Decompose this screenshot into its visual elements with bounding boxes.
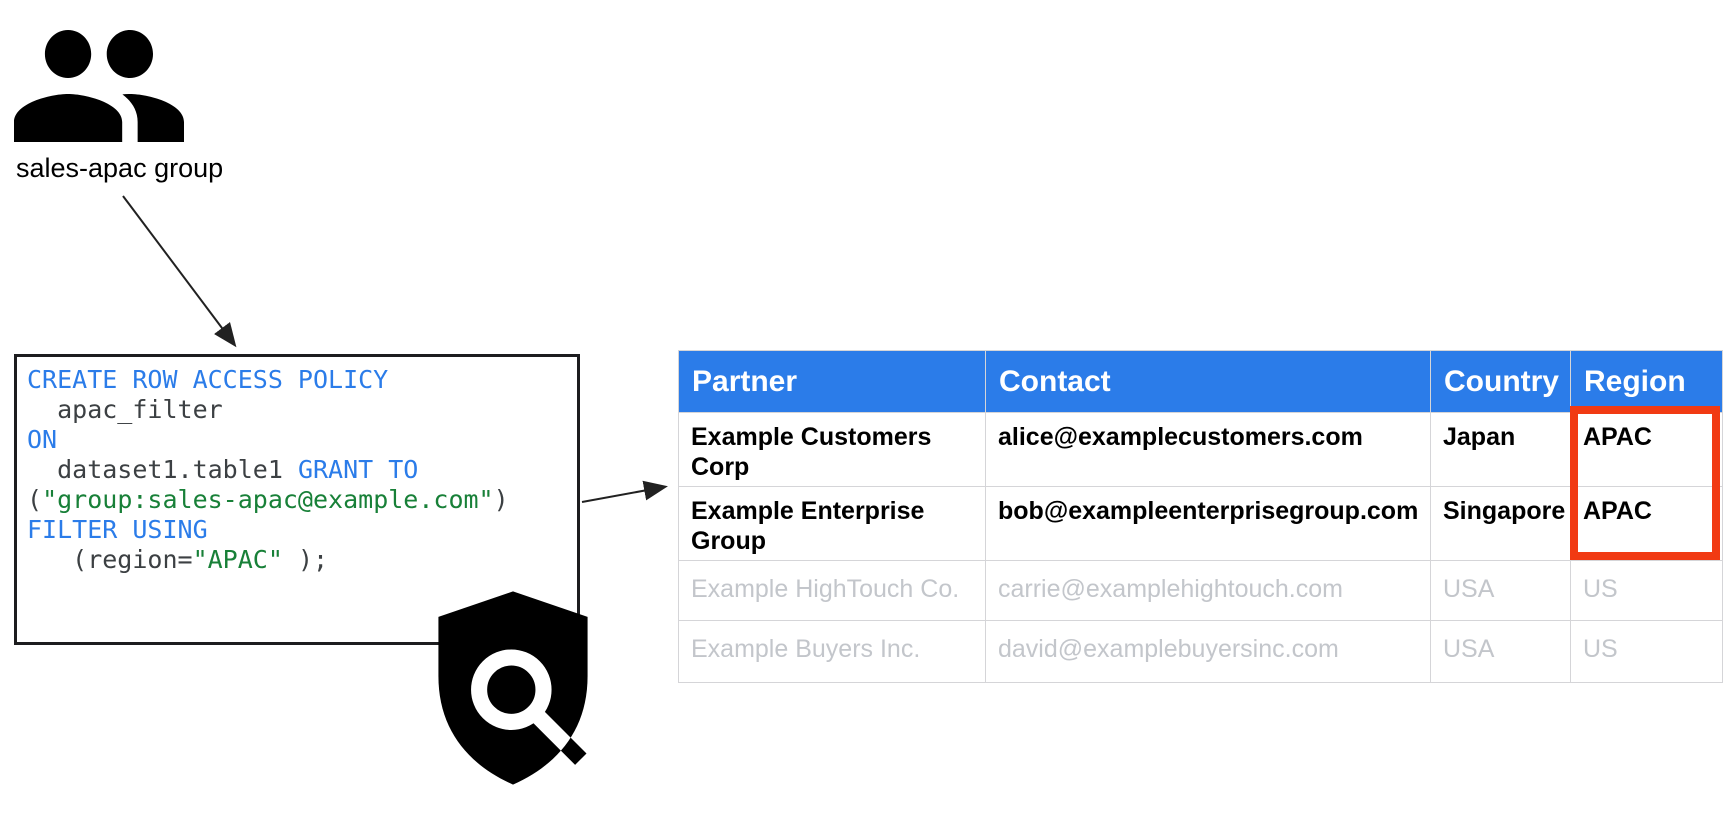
code-token-plain: ); — [282, 545, 329, 574]
code-token-string: "APAC" — [192, 545, 283, 574]
group-label: sales-apac group — [16, 153, 224, 183]
table-cell: david@examplebuyersinc.com — [985, 620, 1431, 683]
magnifier-lens — [471, 649, 552, 730]
table-cell: US — [1570, 560, 1723, 621]
table-cell: Example Buyers Inc. — [678, 620, 986, 683]
column-header-country: Country — [1430, 350, 1571, 413]
region-highlight-rect — [1570, 406, 1720, 560]
code-token-plain: (region= — [27, 545, 193, 574]
code-token-plain: ) — [493, 485, 509, 514]
table-cell: Example HighTouch Co. — [678, 560, 986, 621]
code-token-keyword: CREATE ROW ACCESS POLICY — [27, 365, 389, 394]
code-token-keyword: FILTER USING — [27, 515, 208, 544]
table-cell: alice@examplecustomers.com — [985, 412, 1431, 487]
arrow-group-to-policy — [122, 195, 237, 348]
table-cell: Japan — [1430, 412, 1571, 487]
table-cell: carrie@examplehightouch.com — [985, 560, 1431, 621]
table-row: Example HighTouch Co.carrie@examplehight… — [678, 560, 1723, 621]
code-token-keyword: GRANT TO — [297, 455, 419, 484]
column-header-region: Region — [1570, 350, 1723, 413]
table-cell: USA — [1430, 560, 1571, 621]
people-icon — [14, 30, 184, 142]
code-line: CREATE ROW ACCESS POLICY — [27, 365, 577, 395]
column-header-contact: Contact — [985, 350, 1431, 413]
code-line: apac_filter — [27, 395, 577, 425]
code-line: FILTER USING — [27, 515, 577, 545]
code-line: ("group:sales-apac@example.com") — [27, 485, 577, 515]
code-line: ON — [27, 425, 577, 455]
table-row: Example Buyers Inc.david@examplebuyersin… — [678, 620, 1723, 683]
code-line: dataset1.table1 GRANT TO — [27, 455, 577, 485]
table-cell: APAC — [1570, 412, 1723, 487]
code-token-plain: apac_filter — [27, 395, 223, 424]
table-cell: APAC — [1570, 486, 1723, 561]
code-line: (region="APAC" ); — [27, 545, 577, 575]
table-cell: bob@exampleenterprisegroup.com — [985, 486, 1431, 561]
code-token-keyword: ON — [27, 425, 58, 454]
code-token-plain: ( — [27, 485, 43, 514]
code-token-plain: dataset1.table1 — [27, 455, 298, 484]
table-cell: Example Customers Corp — [678, 412, 986, 487]
table-cell: Example Enterprise Group — [678, 486, 986, 561]
table-cell: Singapore — [1430, 486, 1571, 561]
table-cell: US — [1570, 620, 1723, 683]
code-token-string: "group:sales-apac@example.com" — [42, 485, 494, 514]
table-cell: USA — [1430, 620, 1571, 683]
arrow-policy-to-table — [581, 480, 668, 503]
shield-body — [438, 591, 588, 785]
shield-search-icon — [438, 591, 588, 785]
column-header-partner: Partner — [678, 350, 986, 413]
